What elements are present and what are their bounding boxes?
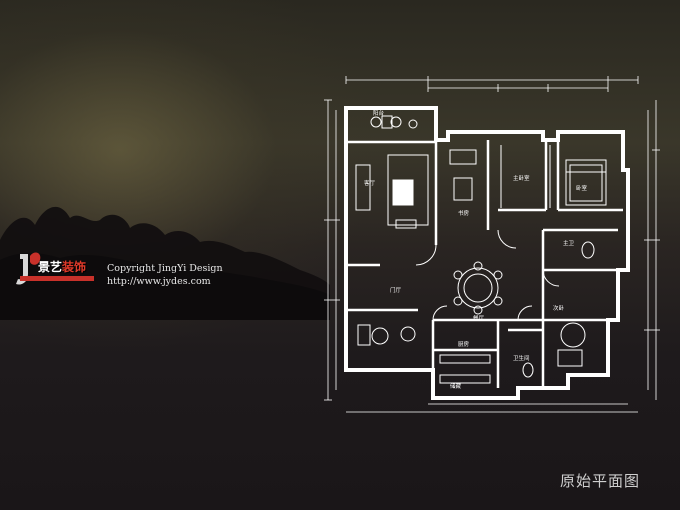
room-label-bath-master: 主卫 xyxy=(563,239,575,247)
plan-caption: 原始平面图 xyxy=(560,472,641,490)
room-label-study: 书房 xyxy=(458,209,470,217)
room-label-foyer: 门厅 xyxy=(390,286,402,294)
room-label-living: 客厅 xyxy=(364,179,376,187)
room-label-bathroom: 卫生间 xyxy=(513,354,530,362)
room-label-kitchen: 厨房 xyxy=(458,340,470,348)
room-label-storage: 储藏 xyxy=(450,382,462,390)
room-label-balcony: 阳台 xyxy=(373,109,385,117)
copyright-text: Copyright JingYi Design xyxy=(107,263,223,274)
logo-text-accent: 装饰 xyxy=(62,260,87,274)
floorplan-drawing: 客厅 书房 主卧室 卧室 主卫 餐厅 门厅 厨房 次卧 卫生间 阳台 储藏 xyxy=(324,76,660,413)
room-label-bedroom: 卧室 xyxy=(576,184,588,192)
copyright-block: Copyright JingYi Design http://www.jydes… xyxy=(107,262,223,288)
outer-wall xyxy=(344,106,630,400)
room-label-dining: 餐厅 xyxy=(473,314,485,322)
logo-brand-text: 景艺装饰 xyxy=(38,258,86,275)
logo-text-primary: 景艺 xyxy=(38,260,63,274)
treeline-silhouette xyxy=(0,206,330,320)
room-label-master: 主卧室 xyxy=(513,174,530,182)
logo-underline-bar xyxy=(20,276,94,281)
room-label-second: 次卧 xyxy=(553,304,565,312)
website-url: http://www.jydes.com xyxy=(107,276,211,287)
